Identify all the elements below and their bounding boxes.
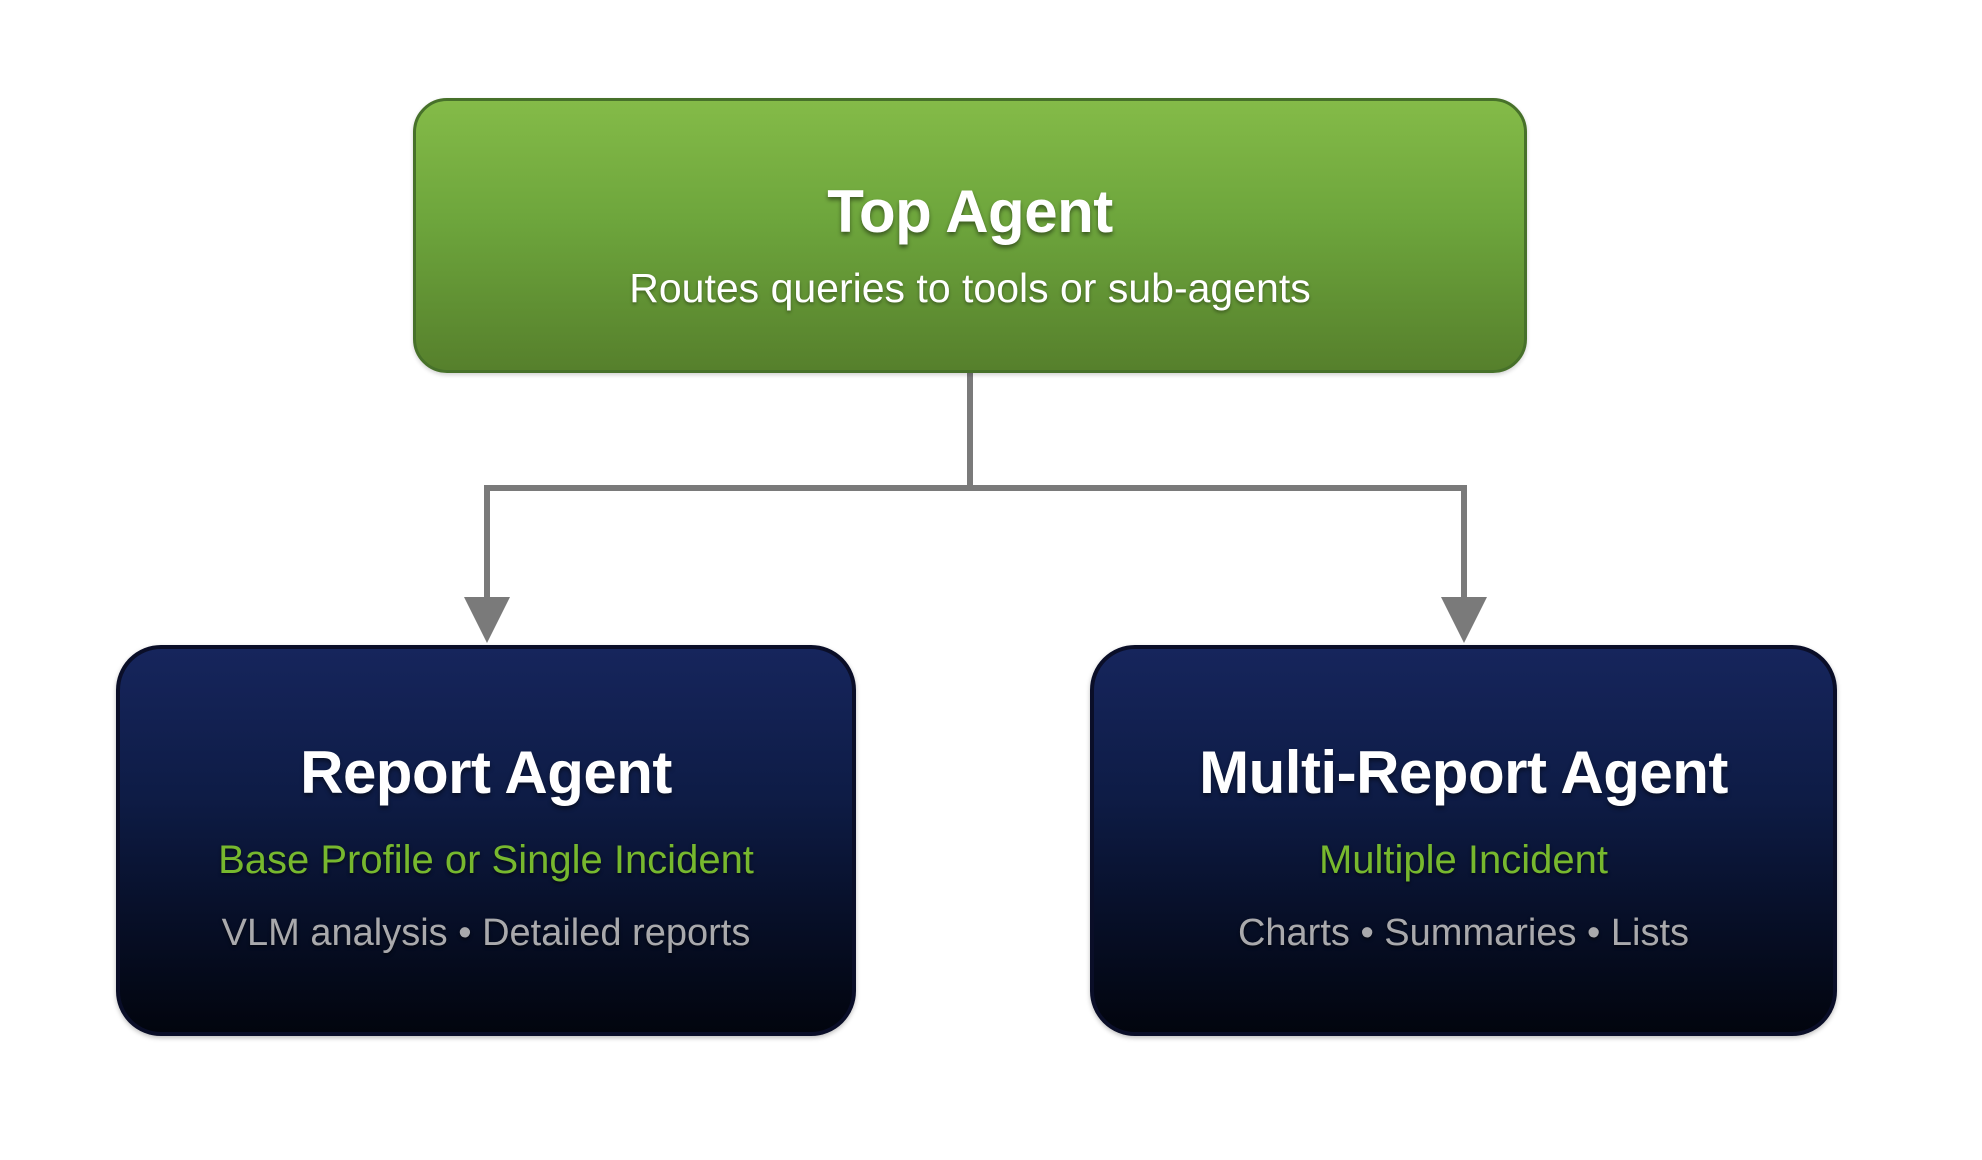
node-top-agent: Top Agent Routes queries to tools or sub… [413, 98, 1527, 373]
multi-report-agent-details: Charts • Summaries • Lists [1237, 911, 1690, 954]
node-report-agent: Report Agent Base Profile or Single Inci… [116, 645, 856, 1036]
right-arrowhead-icon [1441, 597, 1487, 643]
node-multi-report-agent: Multi-Report Agent Multiple Incident Cha… [1090, 645, 1837, 1036]
report-agent-details: VLM analysis • Detailed reports [221, 911, 751, 954]
multi-report-agent-subtitle: Multiple Incident [1318, 837, 1609, 882]
report-agent-subtitle: Base Profile or Single Incident [218, 837, 754, 882]
top-agent-title: Top Agent [827, 177, 1113, 245]
multi-report-agent-title: Multi-Report Agent [1199, 738, 1728, 806]
report-agent-title: Report Agent [300, 738, 672, 806]
left-arrowhead-icon [464, 597, 510, 643]
top-agent-subtitle: Routes queries to tools or sub-agents [629, 264, 1311, 311]
